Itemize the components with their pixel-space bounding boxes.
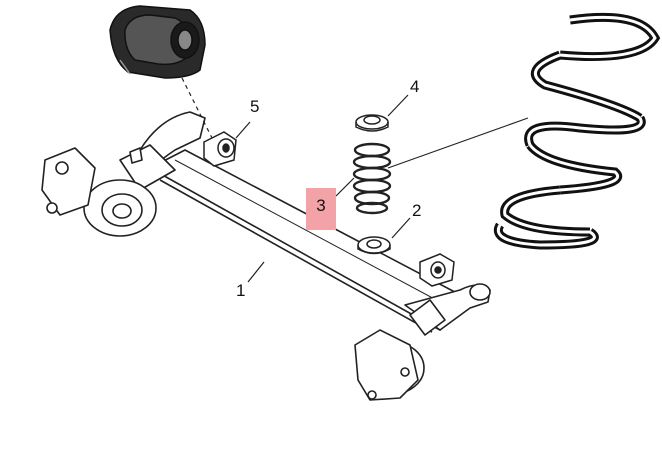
coil-spring-enlarged-icon [493,12,661,250]
spring-leader-line [387,117,529,169]
callout-label-5: 5 [250,97,259,116]
axle-bushing-right-icon [419,253,455,287]
spring-upper-seat-icon [355,114,389,132]
callout-leader-4 [387,94,409,117]
callout-label-1: 1 [236,281,245,300]
callout-highlight-3[interactable] [306,188,336,230]
callout-leader-5 [235,121,251,139]
rear-axle-beam-icon [41,111,491,401]
callout-label-4: 4 [410,77,419,96]
axle-bushing-enlarged-icon [109,5,206,79]
callout-leader-1 [247,261,265,283]
bushing-leader-line [181,77,213,139]
spring-lower-seat-icon [357,236,391,255]
coil-spring-icon [352,142,392,215]
callout-leader-3 [335,177,355,197]
callout-label-2: 2 [412,201,421,220]
callout-label-3[interactable]: 3 [316,196,326,215]
axle-bushing-icon [203,131,237,167]
callout-leader-2 [391,217,411,239]
